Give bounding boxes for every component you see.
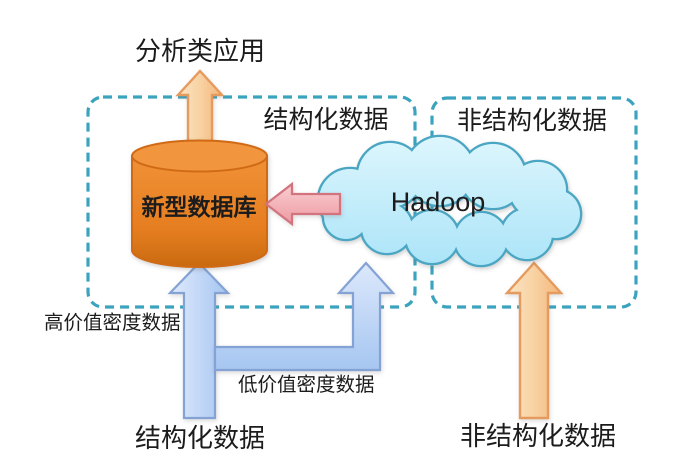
hadoop-cloud-fill [319,137,580,265]
arrow-structured-to-database [167,261,231,420]
database-cylinder [131,139,268,268]
arrow-hadoop-to-database [264,181,342,227]
database-cylinder-top [131,139,268,173]
unstructured-source-label: 非结构化数据 [460,421,616,451]
hadoop-cloud [316,134,583,268]
analytics-app-label: 分析类应用 [135,36,265,66]
structured-zone-label: 结构化数据 [263,106,388,134]
database-label: 新型数据库 [142,194,257,220]
arrow-database-to-analytics [175,69,225,152]
arrow-structured-to-hadoop [213,261,396,372]
structured-zone-box [86,95,417,309]
database-cylinder-body [131,155,268,268]
unstructured-zone-label: 非结构化数据 [457,107,607,135]
low-value-density-label: 低价值密度数据 [238,374,375,396]
arrow-unstructured-up [504,261,564,420]
hadoop-label: Hadoop [391,187,486,217]
structured-source-label: 结构化数据 [135,423,265,453]
high-value-density-label: 高价值密度数据 [44,312,181,334]
